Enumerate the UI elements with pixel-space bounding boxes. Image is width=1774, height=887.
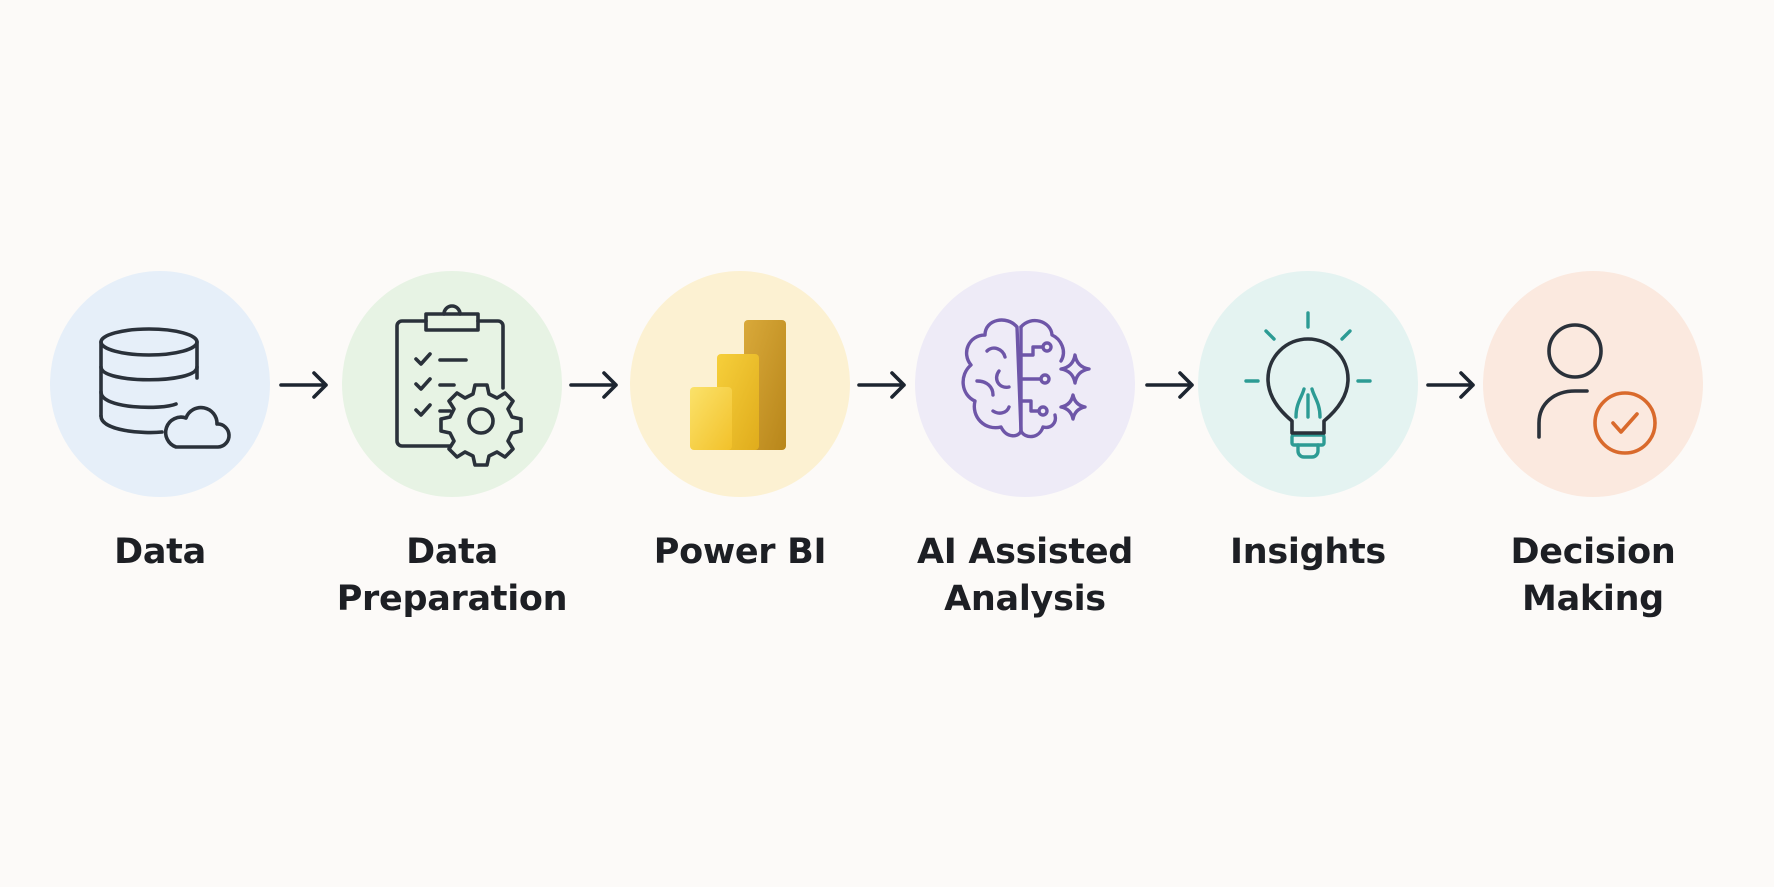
arrow-right-icon	[1144, 365, 1198, 405]
person-check-icon	[1537, 323, 1657, 455]
step-circle	[915, 271, 1135, 497]
step-label-line1: Data	[406, 532, 498, 572]
database-cloud-icon	[99, 327, 231, 449]
lightbulb-icon	[1244, 311, 1372, 459]
step-label: AI Assisted Analysis	[865, 529, 1185, 623]
brain-sparkle-icon	[961, 318, 1091, 439]
step-label: Data Preparation	[292, 529, 612, 623]
step-circle	[342, 271, 562, 497]
step-label: Power BI	[580, 529, 900, 576]
step-label-line1: Decision	[1510, 532, 1676, 572]
step-label-line2: Analysis	[944, 579, 1106, 619]
step-label-line1: Power BI	[653, 532, 827, 572]
step-label-line1: Data	[114, 532, 206, 572]
step-circle	[1483, 271, 1703, 497]
step-circle	[50, 271, 270, 497]
arrow-right-icon	[856, 365, 910, 405]
step-circle	[630, 271, 850, 497]
power-bi-bars-icon	[690, 320, 786, 450]
arrow-right-icon	[568, 365, 622, 405]
step-label: Data	[0, 529, 320, 576]
step-circle	[1198, 271, 1418, 497]
step-label-line2: Making	[1522, 579, 1664, 619]
arrow-right-icon	[278, 365, 332, 405]
step-label-line1: Insights	[1230, 532, 1386, 572]
step-label: Decision Making	[1433, 529, 1753, 623]
clipboard-checklist-gear-icon	[395, 304, 523, 467]
step-label-line2: Preparation	[336, 579, 568, 619]
step-label-line1: AI Assisted	[916, 532, 1134, 572]
arrow-right-icon	[1425, 365, 1479, 405]
step-label: Insights	[1148, 529, 1468, 576]
